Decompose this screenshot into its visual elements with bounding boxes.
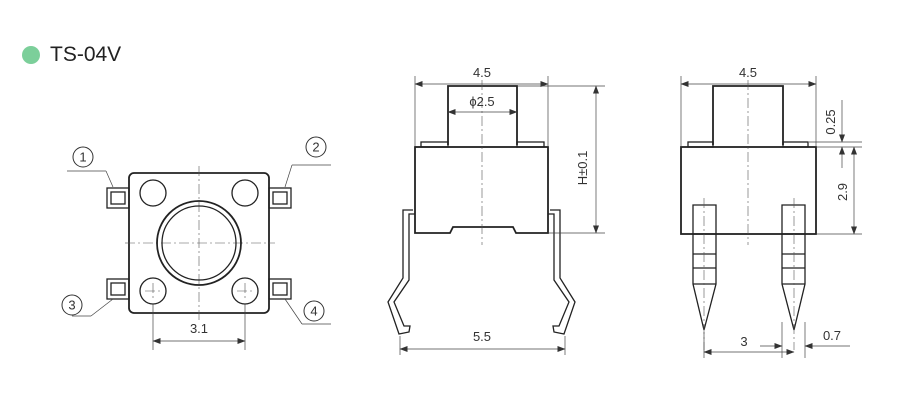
svg-text:2: 2 bbox=[312, 140, 319, 155]
part-title-row: TS-04V bbox=[22, 42, 121, 68]
svg-text:0.7: 0.7 bbox=[823, 328, 841, 343]
svg-text:5.5: 5.5 bbox=[473, 329, 491, 344]
dim-pitch: 3.1 bbox=[152, 304, 246, 350]
svg-text:0.25: 0.25 bbox=[823, 109, 838, 134]
pad-bottom-right bbox=[268, 278, 292, 300]
svg-text:1: 1 bbox=[79, 150, 86, 165]
dim-side-width: 4.5 bbox=[680, 65, 817, 146]
pad-top-left bbox=[106, 187, 130, 209]
dim-front-height: H±0.1 bbox=[518, 85, 605, 234]
dim-side-body: 2.9 bbox=[817, 146, 862, 235]
part-title: TS-04V bbox=[50, 43, 122, 66]
svg-text:4.5: 4.5 bbox=[739, 65, 757, 80]
front-view: 4.5 ϕ2.5 H±0.1 5.5 bbox=[387, 65, 605, 355]
side-lead-right bbox=[781, 198, 806, 350]
svg-text:H±0.1: H±0.1 bbox=[575, 151, 590, 186]
actuator-outer bbox=[156, 200, 242, 286]
status-dot-icon bbox=[22, 46, 40, 64]
side-lead-left bbox=[692, 198, 717, 350]
dim-front-width: 4.5 bbox=[414, 65, 549, 146]
svg-text:3: 3 bbox=[68, 298, 75, 313]
dim-lead-span: 5.5 bbox=[399, 329, 566, 355]
pin-label-3: 3 bbox=[61, 294, 114, 317]
svg-text:4: 4 bbox=[310, 304, 317, 319]
pad-bottom-left bbox=[106, 278, 130, 300]
pin-label-1: 1 bbox=[67, 146, 114, 188]
svg-text:3: 3 bbox=[740, 334, 747, 349]
front-lead-right bbox=[548, 209, 576, 335]
svg-text:3.1: 3.1 bbox=[190, 321, 208, 336]
pin-label-2: 2 bbox=[284, 136, 331, 188]
side-body bbox=[680, 146, 817, 235]
side-view: 4.5 0.25 2.9 3 0.7 bbox=[680, 65, 862, 358]
dim-side-top: 0.25 bbox=[809, 100, 862, 168]
dim-lead-spacing: 3 bbox=[703, 332, 795, 358]
front-body bbox=[414, 146, 549, 234]
pin-label-4: 4 bbox=[284, 298, 331, 325]
svg-text:ϕ2.5: ϕ2.5 bbox=[469, 94, 494, 109]
front-lead-left bbox=[387, 209, 415, 335]
hole-top-left bbox=[139, 179, 167, 207]
actuator-inner bbox=[161, 205, 237, 281]
dim-front-diameter: ϕ2.5 bbox=[447, 94, 518, 115]
top-view: 1 2 3 4 3.1 bbox=[61, 136, 331, 350]
dim-lead-width: 0.7 bbox=[760, 322, 850, 358]
pad-top-right bbox=[268, 187, 292, 209]
svg-text:4.5: 4.5 bbox=[473, 65, 491, 80]
svg-text:2.9: 2.9 bbox=[835, 183, 850, 201]
hole-top-right bbox=[231, 179, 259, 207]
